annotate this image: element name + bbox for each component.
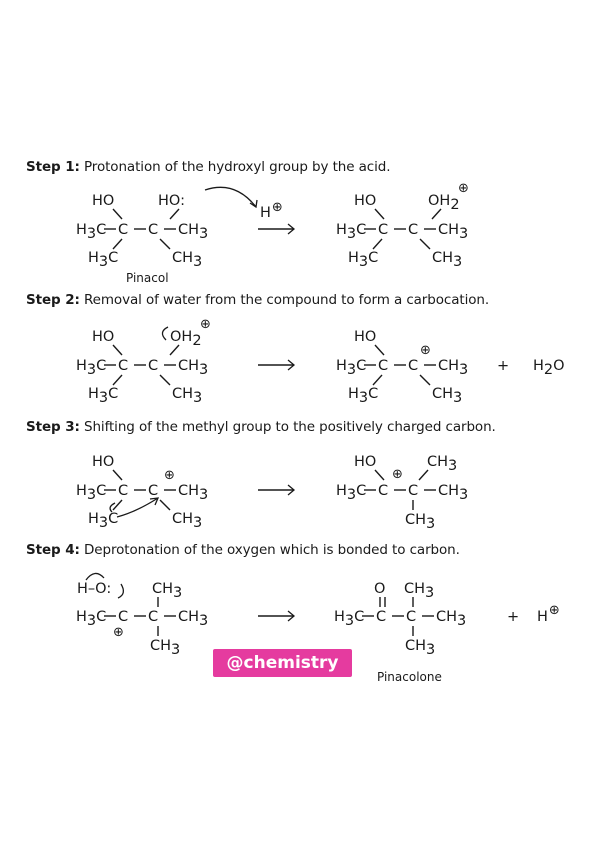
svg-text:CH3: CH3 xyxy=(436,609,466,629)
reaction-arrow-2 xyxy=(258,359,296,371)
svg-text:C: C xyxy=(118,358,128,374)
step-4-product-pinacolone: O CH3 H3C C C CH3 CH3 Pinacolone + H⊕ xyxy=(334,581,560,684)
water-molecule: H2O xyxy=(533,358,565,378)
step-3-heading: Step 3: Shifting of the methyl group to … xyxy=(26,419,496,435)
svg-text:C: C xyxy=(118,222,128,238)
svg-text:H3C: H3C xyxy=(76,609,106,629)
svg-text:C: C xyxy=(378,358,388,374)
svg-text:H3C: H3C xyxy=(88,386,118,406)
svg-text:O: O xyxy=(374,581,385,597)
svg-text:H3C: H3C xyxy=(76,358,106,378)
plus-sign: + xyxy=(497,358,509,374)
curved-arrow xyxy=(161,326,169,341)
svg-text:CH3: CH3 xyxy=(178,222,208,242)
svg-text:HO: HO xyxy=(354,193,376,209)
svg-text:H3C: H3C xyxy=(336,222,366,242)
step-3-product: HO ⊕ CH3 H3C C C CH3 CH3 xyxy=(336,454,468,532)
svg-text:C: C xyxy=(148,222,158,238)
svg-text:CH3: CH3 xyxy=(405,512,435,532)
svg-text:CH3: CH3 xyxy=(405,638,435,658)
watermark-badge: @chemistry xyxy=(213,649,352,677)
svg-text:C: C xyxy=(406,609,416,625)
svg-text:CH3: CH3 xyxy=(152,581,182,601)
svg-text:C: C xyxy=(376,609,386,625)
reaction-arrow-3 xyxy=(258,484,296,496)
svg-text:OH2: OH2 xyxy=(170,329,202,349)
svg-text:H–O:: H–O: xyxy=(77,581,111,597)
svg-text:CH3: CH3 xyxy=(432,386,462,406)
charge-icon: ⊕ xyxy=(420,343,431,358)
svg-text:H3C: H3C xyxy=(348,250,378,270)
svg-text:C: C xyxy=(148,609,158,625)
curved-arrow xyxy=(116,497,159,518)
charge-icon: ⊕ xyxy=(164,468,175,483)
svg-text:H3C: H3C xyxy=(76,222,106,242)
svg-text:CH3: CH3 xyxy=(172,511,202,531)
proton: H⊕ xyxy=(537,603,560,625)
step-1-heading: Step 1: Protonation of the hydroxyl grou… xyxy=(26,159,391,175)
step-2-product-carbocation: HO ⊕ H3C C C CH3 H3C CH3 + H2O xyxy=(336,329,565,406)
step-1-reactant-pinacol: HO HO: H3C C C CH3 H3C CH3 Pinacol xyxy=(76,193,208,285)
svg-text:CH3: CH3 xyxy=(438,358,468,378)
svg-text:C: C xyxy=(118,483,128,499)
svg-text:C: C xyxy=(378,222,388,238)
reaction-arrow-1 xyxy=(258,223,296,235)
svg-text:C: C xyxy=(378,483,388,499)
svg-text:H3C: H3C xyxy=(76,483,106,503)
svg-text:C: C xyxy=(408,222,418,238)
svg-text:CH3: CH3 xyxy=(172,386,202,406)
svg-text:CH3: CH3 xyxy=(427,454,457,474)
svg-text:CH3: CH3 xyxy=(432,250,462,270)
svg-text:CH3: CH3 xyxy=(178,483,208,503)
svg-text:H3C: H3C xyxy=(334,609,364,629)
step-1-product: HO OH2 ⊕ H3C C C CH3 H3C CH3 xyxy=(336,181,469,270)
svg-text:C: C xyxy=(148,483,158,499)
step-4-reactant: H–O: CH3 H3C C C CH3 ⊕ CH3 xyxy=(76,572,208,658)
plus-sign: + xyxy=(507,609,519,625)
svg-text:H3C: H3C xyxy=(88,250,118,270)
pinacolone-label: Pinacolone xyxy=(377,670,442,684)
svg-text:HO: HO xyxy=(354,329,376,345)
svg-text:CH3: CH3 xyxy=(150,638,180,658)
svg-text:H3C: H3C xyxy=(348,386,378,406)
svg-text:C: C xyxy=(408,358,418,374)
step-2-heading: Step 2: Removal of water from the compou… xyxy=(26,292,490,308)
pinacol-label: Pinacol xyxy=(126,271,169,285)
charge-icon: ⊕ xyxy=(392,467,403,482)
svg-text:CH3: CH3 xyxy=(178,358,208,378)
proton-label: H⊕ xyxy=(260,200,283,221)
svg-text:HO: HO xyxy=(354,454,376,470)
svg-text:H3C: H3C xyxy=(336,483,366,503)
curved-arrow xyxy=(204,186,257,208)
svg-text:C: C xyxy=(408,483,418,499)
svg-text:CH3: CH3 xyxy=(438,483,468,503)
charge-icon: ⊕ xyxy=(113,625,124,640)
svg-text:H3C: H3C xyxy=(88,511,118,531)
step-2-reactant: HO OH2 ⊕ H3C C C CH3 H3C CH3 xyxy=(76,317,211,406)
curved-arrow xyxy=(85,572,105,581)
svg-text:HO: HO xyxy=(92,454,114,470)
svg-text:CH3: CH3 xyxy=(404,581,434,601)
svg-text:C: C xyxy=(148,358,158,374)
step-3-reactant: HO ⊕ H3C C C CH3 H3C CH3 xyxy=(76,454,208,531)
svg-text:CH3: CH3 xyxy=(438,222,468,242)
reaction-arrow-4 xyxy=(258,610,296,622)
svg-text:OH2: OH2 xyxy=(428,193,460,213)
svg-text:H3C: H3C xyxy=(336,358,366,378)
svg-text:CH3: CH3 xyxy=(178,609,208,629)
svg-text:CH3: CH3 xyxy=(172,250,202,270)
charge-icon: ⊕ xyxy=(200,317,211,332)
svg-text:HO: HO xyxy=(92,329,114,345)
charge-icon: ⊕ xyxy=(458,181,469,196)
atom-label: HO: xyxy=(158,193,185,209)
svg-text:C: C xyxy=(118,609,128,625)
atom-label: HO xyxy=(92,193,114,209)
step-4-heading: Step 4: Deprotonation of the oxygen whic… xyxy=(26,542,460,558)
